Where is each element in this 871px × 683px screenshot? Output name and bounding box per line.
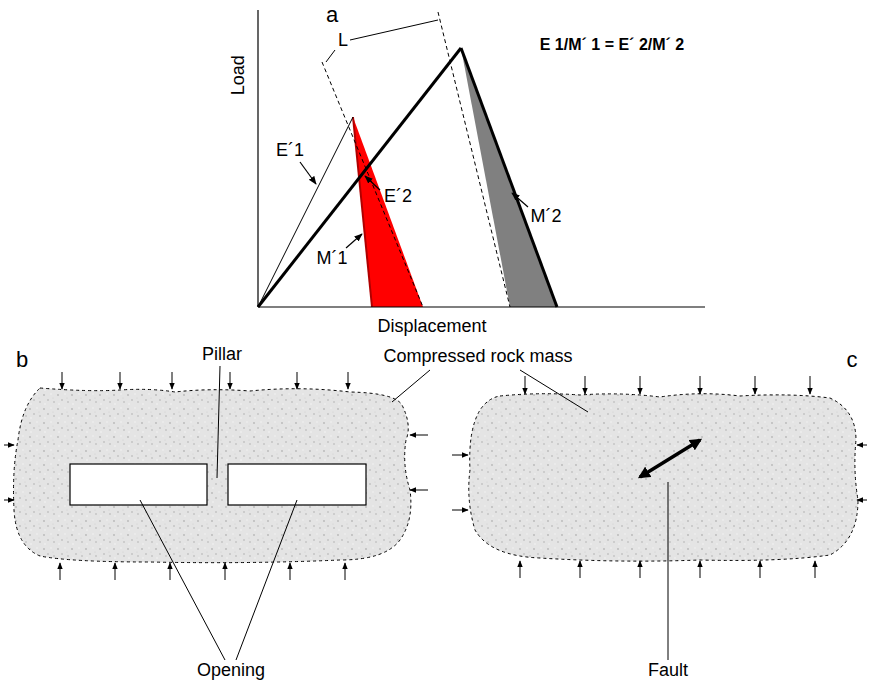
load-arrow	[345, 563, 346, 580]
load-arrow	[290, 563, 291, 580]
line-label: L	[338, 30, 348, 51]
panel-letter: a	[326, 2, 338, 27]
load-displacement-chart	[258, 10, 705, 307]
l-dashed-line	[322, 62, 423, 307]
x-axis	[258, 306, 705, 307]
load-arrow	[640, 376, 641, 394]
stiffness-label: M´1	[317, 248, 348, 269]
load-arrow	[170, 563, 171, 580]
leader-line	[236, 500, 297, 660]
load-arrow	[348, 372, 349, 389]
leader-line	[140, 500, 225, 660]
stiffness-label: E´2	[384, 186, 412, 207]
leader-arrow	[365, 176, 380, 190]
load-arrow	[452, 455, 468, 456]
boundary-load-arrows	[4, 372, 867, 580]
load-arrow	[297, 372, 298, 389]
m2-line	[461, 48, 557, 307]
load-arrow	[452, 510, 468, 511]
e1-line	[258, 117, 353, 307]
leader-line	[217, 366, 220, 478]
load-arrow	[585, 376, 586, 394]
load-arrow	[172, 372, 173, 389]
part-label: Opening	[197, 660, 265, 681]
compressed-rock-mass	[14, 388, 411, 563]
opening-rect	[70, 464, 207, 505]
load-arrow	[410, 490, 428, 491]
leader-arrow	[300, 162, 316, 184]
opening-rect	[228, 464, 366, 505]
leader-line	[392, 370, 430, 402]
load-arrow	[525, 376, 526, 394]
m1-line	[353, 117, 372, 307]
load-arrow	[810, 376, 811, 394]
load-arrow	[115, 563, 116, 580]
load-arrow	[62, 372, 63, 389]
panel-letter: c	[847, 347, 858, 372]
load-arrow	[4, 500, 14, 501]
load-arrow	[755, 376, 756, 394]
l-dashed-line	[438, 12, 510, 307]
part-label: Compressed rock mass	[383, 346, 572, 367]
load-arrow	[700, 376, 701, 394]
load-arrow	[4, 445, 14, 446]
load-arrow	[857, 445, 867, 446]
e2-line	[258, 48, 461, 307]
red-energy-area	[353, 117, 423, 307]
load-arrow	[120, 372, 121, 389]
load-arrow	[410, 435, 428, 436]
rock-mass-with-fault	[392, 370, 858, 660]
leader-line	[520, 370, 588, 412]
grey-energy-area	[461, 48, 557, 307]
leader-line	[350, 20, 438, 40]
load-arrow	[520, 561, 521, 578]
load-arrow	[857, 500, 867, 501]
part-label: Fault	[648, 660, 688, 681]
ratio-equation: E 1/M´ 1 = E´ 2/M´ 2	[540, 36, 684, 54]
stiffness-label: E´1	[276, 140, 304, 161]
stiffness-label: M´2	[531, 206, 562, 227]
leader-arrow	[512, 193, 528, 207]
part-label: Pillar	[202, 344, 242, 365]
axis-title: Load	[228, 55, 249, 95]
load-arrow	[60, 563, 61, 580]
load-arrow	[760, 561, 761, 578]
load-arrow	[815, 561, 816, 578]
axis-title: Displacement	[377, 316, 486, 337]
load-arrow	[580, 561, 581, 578]
panel-letter: b	[16, 347, 28, 372]
load-arrow	[225, 563, 226, 580]
fault-slip-arrow	[640, 440, 700, 477]
load-arrow	[700, 561, 701, 578]
rock-mass-with-pillar	[14, 366, 411, 660]
leader-arrow	[346, 234, 362, 248]
leader-line	[668, 482, 669, 660]
load-arrow	[640, 561, 641, 578]
leader-line	[326, 50, 335, 62]
load-arrow	[230, 372, 231, 389]
compressed-rock-mass	[469, 394, 858, 561]
y-axis	[257, 10, 258, 307]
